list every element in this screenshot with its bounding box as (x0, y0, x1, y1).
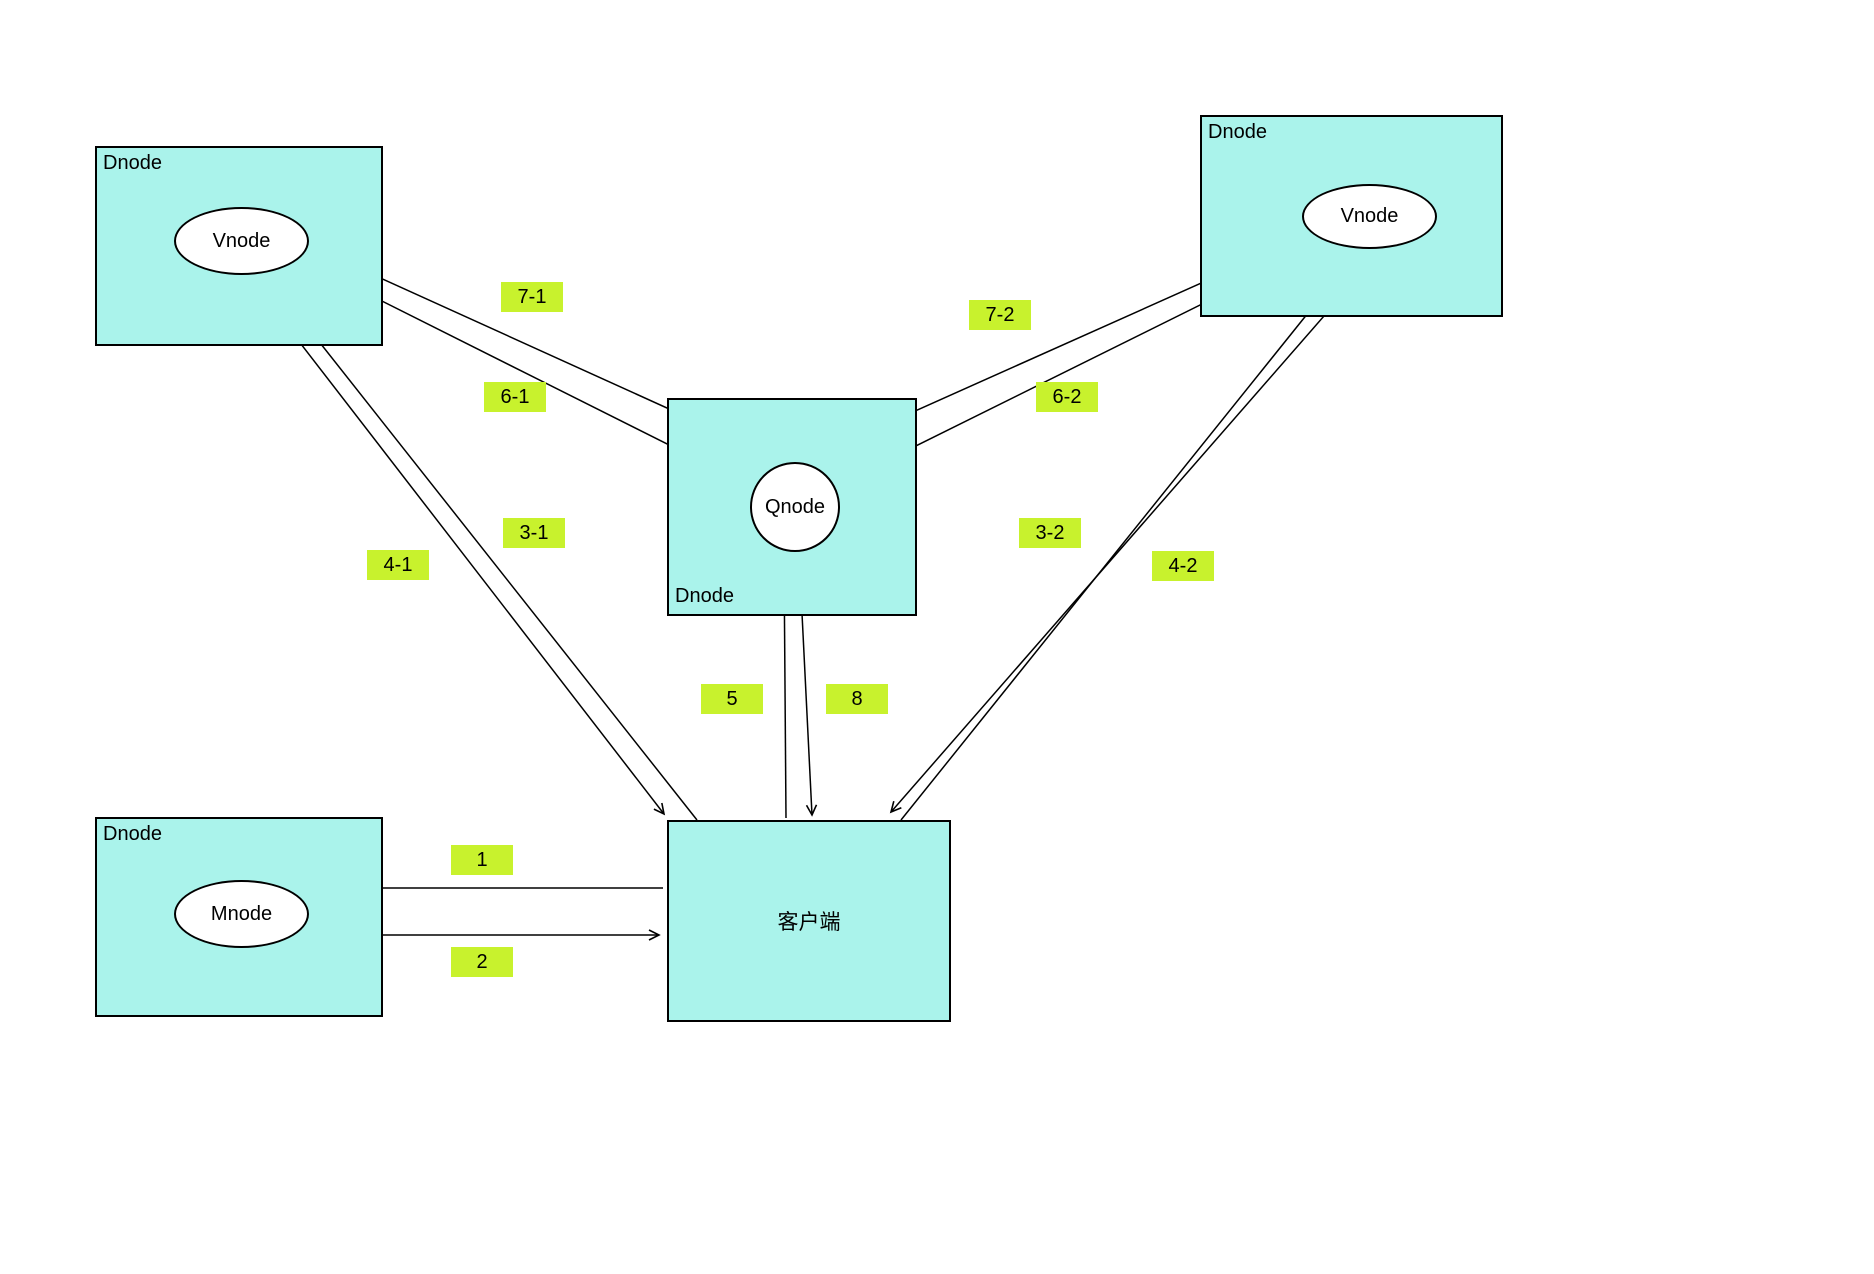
edge-label-8: 8 (826, 684, 888, 714)
edge-label-4-1: 4-1 (367, 550, 429, 580)
dnode-top-left-label: Dnode (103, 152, 162, 174)
dnode-middle-label: Dnode (675, 585, 734, 607)
arrow-4-1-vnode-left-to-client (249, 277, 666, 816)
arrow-3-2-client-to-vnode-right (900, 250, 1359, 821)
dnode-bottom-left-label: Dnode (103, 823, 162, 845)
client-label: 客户端 (777, 911, 841, 934)
edge-label-3-1: 3-1 (503, 518, 565, 548)
edge-label-5: 5 (701, 684, 763, 714)
mnode-label: Mnode (210, 902, 273, 925)
vnode-right-ellipse: Vnode (1302, 184, 1437, 249)
qnode-label: Qnode (764, 495, 826, 518)
dnode-top-right-label: Dnode (1208, 121, 1267, 143)
edge-label-4-2: 4-2 (1152, 551, 1214, 581)
dnode-container-bottom-left: Dnode Mnode (95, 817, 383, 1017)
vnode-left-label: Vnode (212, 229, 271, 252)
mnode-ellipse: Mnode (174, 880, 309, 948)
vnode-left-ellipse: Vnode (174, 207, 309, 275)
edge-label-7-2: 7-2 (969, 300, 1031, 330)
edge-label-1: 1 (451, 845, 513, 875)
arrow-3-1-client-to-vnode-left (266, 275, 698, 821)
dnode-container-top-right: Dnode Vnode (1200, 115, 1503, 317)
edge-label-3-2: 3-2 (1019, 518, 1081, 548)
edge-label-7-1: 7-1 (501, 282, 563, 312)
edge-label-2: 2 (451, 947, 513, 977)
dnode-container-middle: Dnode Qnode (667, 398, 917, 616)
qnode-ellipse: Qnode (750, 462, 840, 552)
edge-label-6-1: 6-1 (484, 382, 546, 412)
client-box: 客户端 (667, 820, 951, 1022)
edge-label-6-2: 6-2 (1036, 382, 1098, 412)
vnode-right-label: Vnode (1340, 205, 1399, 227)
arrow-4-2-vnode-right-to-client (889, 252, 1380, 814)
dnode-container-top-left: Dnode Vnode (95, 146, 383, 346)
